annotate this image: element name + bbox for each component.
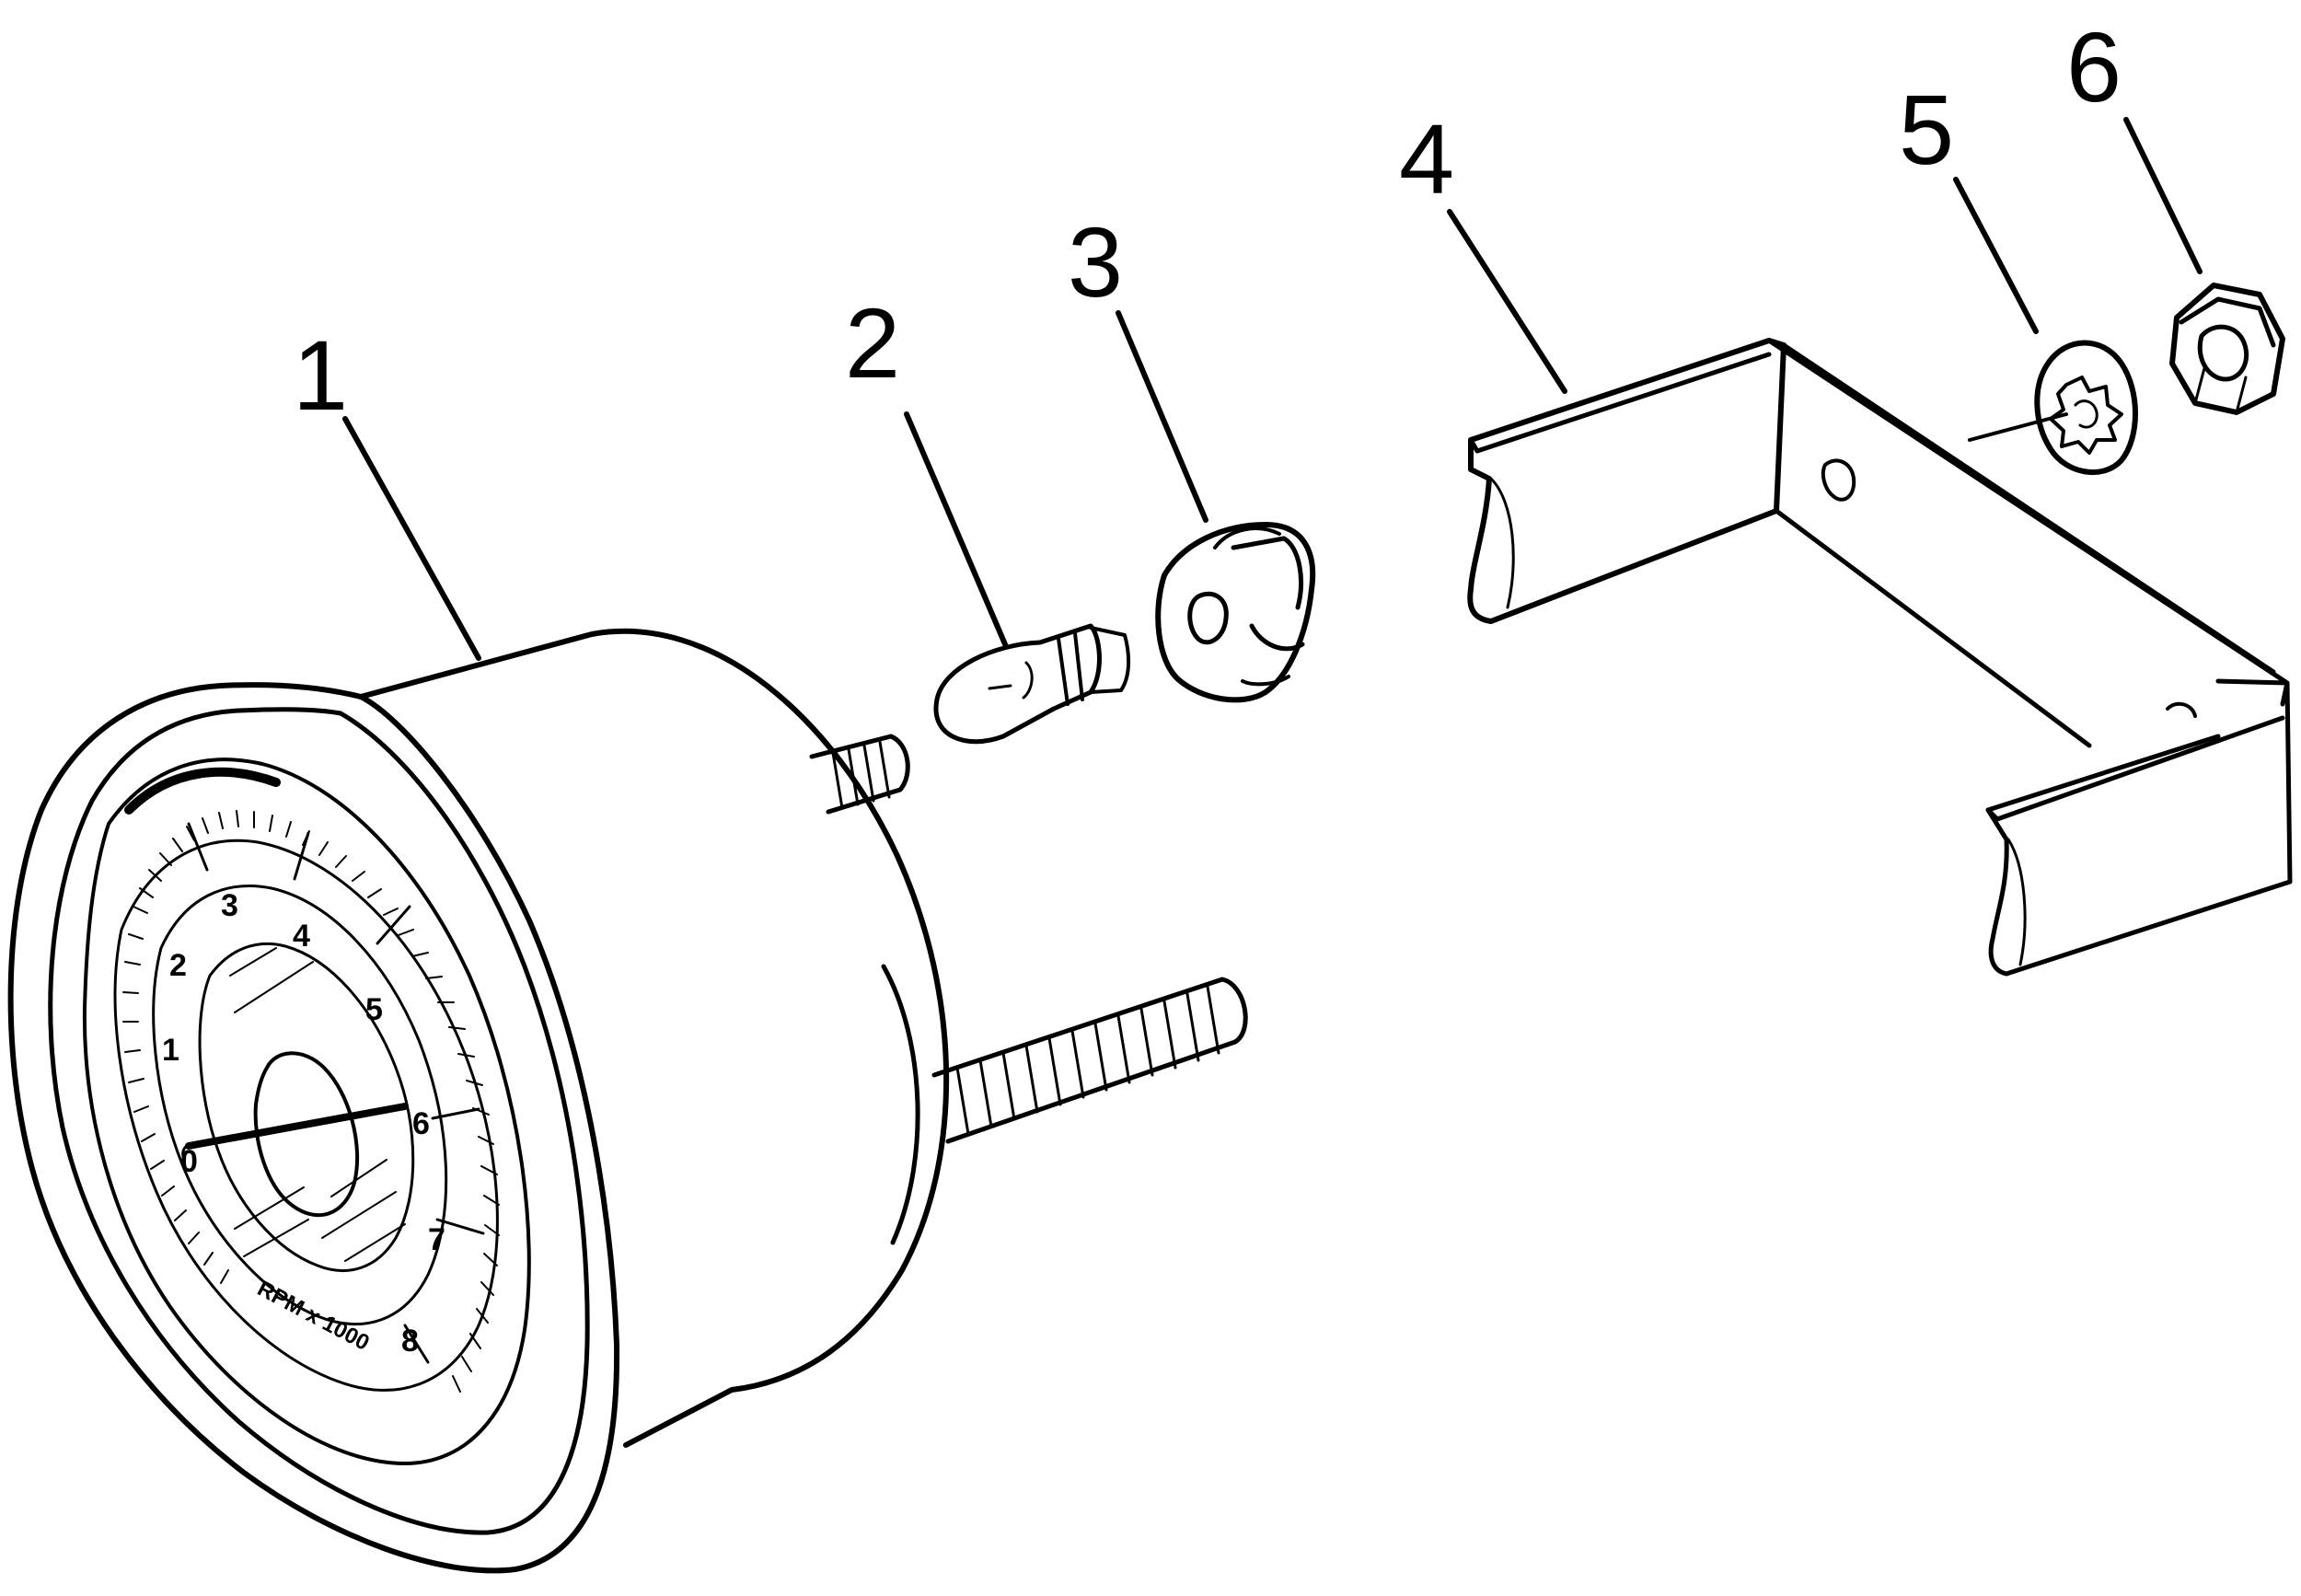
- bulb: [933, 623, 1131, 745]
- callout-number-2: 2: [845, 287, 900, 399]
- leader-line-4: [1447, 209, 1567, 394]
- leader-line-3: [1116, 310, 1208, 523]
- lock-washer: [2034, 340, 2138, 475]
- callout-number-1: 1: [293, 319, 348, 431]
- callout-number-3: 3: [1068, 206, 1123, 318]
- leader-line-1: [342, 416, 481, 661]
- leader-line-5: [1953, 177, 2039, 334]
- dial-number-8: 8: [401, 1324, 419, 1359]
- dial-number-7: 7: [428, 1222, 445, 1257]
- dial-number-3: 3: [221, 888, 238, 923]
- dial-number-2: 2: [169, 948, 187, 983]
- callout-leaders: [342, 117, 2203, 661]
- dial-number-4: 4: [293, 919, 310, 954]
- short-stud: [809, 734, 910, 815]
- dial-number-6: 6: [412, 1106, 430, 1141]
- mounting-bracket: [1467, 338, 2293, 977]
- dial-number-5: 5: [365, 992, 383, 1027]
- leader-line-6: [2123, 117, 2203, 274]
- leader-line-2: [904, 411, 1008, 647]
- callout-numbers: 1 2 3 4 5 6: [293, 11, 2122, 431]
- leader-line-5-pointer: [1968, 412, 2068, 442]
- dial-number-1: 1: [162, 1033, 179, 1068]
- bulb-socket: [1155, 522, 1316, 703]
- callout-number-5: 5: [1899, 74, 1954, 185]
- tachometer-dial: 0 1 2 3 4 5 6 7 8 RPM x 1000: [113, 810, 500, 1393]
- long-stud: [931, 977, 1248, 1144]
- tachometer-bezel: [7, 682, 620, 1574]
- dial-number-0: 0: [180, 1144, 198, 1179]
- callout-number-4: 4: [1399, 103, 1454, 214]
- tachometer: 0 1 2 3 4 5 6 7 8 RPM x 1000: [7, 628, 1248, 1574]
- tachometer-housing: [358, 628, 950, 1448]
- callout-number-6: 6: [2066, 11, 2122, 122]
- nut: [2169, 283, 2285, 415]
